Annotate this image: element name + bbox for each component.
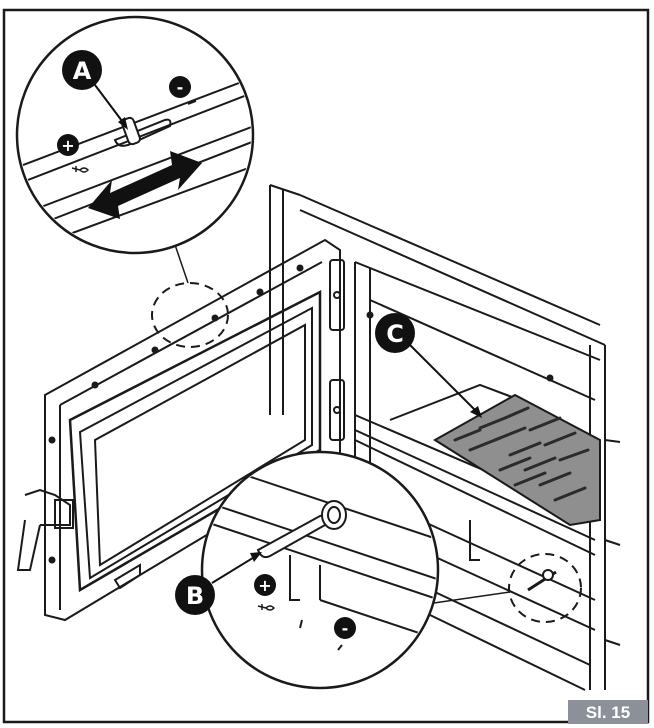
plus-sign-b: + xyxy=(254,574,276,596)
callout-area-a xyxy=(151,282,229,348)
marker-c: C xyxy=(375,313,482,418)
svg-text:C: C xyxy=(386,320,404,348)
svg-text:Sl. 15: Sl. 15 xyxy=(586,703,630,722)
plus-sign-a: + xyxy=(57,134,79,156)
marker-a: A xyxy=(62,50,128,130)
figure-frame xyxy=(2,8,650,724)
svg-text:B: B xyxy=(186,582,204,610)
minus-sign-a: - xyxy=(169,76,191,98)
minus-sign-b: - xyxy=(334,617,356,639)
grate xyxy=(433,393,601,527)
marker-b: B xyxy=(175,552,262,615)
double-arrow-icon xyxy=(88,151,202,219)
svg-text:-: - xyxy=(177,78,184,97)
svg-text:+: + xyxy=(61,136,74,155)
callout-area-b xyxy=(508,553,582,623)
magnifier-a xyxy=(15,15,255,255)
svg-text:A: A xyxy=(73,57,92,85)
damper-icon-b xyxy=(257,604,276,611)
connector-b xyxy=(419,591,511,606)
svg-text:+: + xyxy=(258,576,271,595)
figure-tag: Sl. 15 xyxy=(568,700,648,724)
magnifier-b xyxy=(200,450,440,690)
damper-icon xyxy=(71,166,90,173)
svg-text:-: - xyxy=(342,619,349,638)
